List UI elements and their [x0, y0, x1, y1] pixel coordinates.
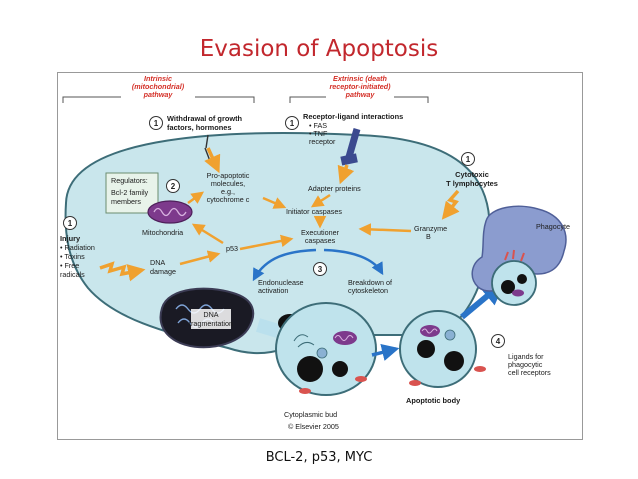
- withdrawal-label-line2: factors, hormones: [167, 123, 231, 132]
- intrinsic-header-line3: pathway: [143, 90, 174, 99]
- dna-damage-line1: DNA: [150, 258, 165, 267]
- pro-apoptotic-line4: cytochrome c: [207, 195, 250, 204]
- shrunken-cell: [275, 302, 377, 396]
- endonuclease-line1: Endonuclease: [258, 278, 304, 287]
- step1-withdrawal-number: 1: [154, 119, 159, 128]
- regulators-box: [105, 172, 159, 214]
- executioner-line1: Executioner: [301, 228, 340, 237]
- injury-radiation: • Radiation: [60, 243, 95, 252]
- body-to-phagocyte-arrow: [460, 280, 506, 320]
- ligands-line3: cell receptors: [508, 368, 551, 377]
- step3-badge: [313, 262, 327, 276]
- dna-fragmentation-label-bg: [191, 309, 231, 329]
- injury-title: Injury: [60, 234, 81, 243]
- receptor-body: [340, 153, 358, 166]
- body-ligand-1: [409, 380, 421, 386]
- body-ligand-2: [474, 366, 486, 372]
- dna-damage-line2: damage: [150, 267, 176, 276]
- copyright-label: © Elsevier 2005: [288, 422, 339, 431]
- apoptosis-diagram: Intrinsic (mitochondrial) pathway Extrin…: [60, 74, 570, 431]
- step1-receptor-badge: [285, 116, 299, 130]
- step1-receptor-number: 1: [290, 119, 295, 128]
- extrinsic-header-line2: receptor-initiated): [329, 82, 391, 91]
- cytotoxic-label-line2: T lymphocytes: [446, 179, 498, 188]
- receptor-item-receptor: receptor: [309, 137, 336, 146]
- pro-apoptotic-line2: molecules,: [211, 179, 245, 188]
- step2-number: 2: [171, 182, 176, 191]
- withdrawal-arrow: [204, 147, 221, 174]
- executioner-to-endonuclease-arrow: [252, 248, 317, 282]
- step1-injury-number: 1: [68, 219, 73, 228]
- p53-to-mito-arrow: [191, 223, 224, 245]
- pro-apoptotic-line3: e.g.,: [221, 187, 235, 196]
- bud-ligand-1: [299, 388, 311, 394]
- bud-to-body-arrow: [371, 343, 400, 361]
- step1-injury-badge: [63, 216, 77, 230]
- cytoskeleton-line2: cytoskeleton: [348, 286, 388, 295]
- mitochondria-organelle: [147, 200, 193, 224]
- adapter-proteins-label: Adapter proteins: [308, 184, 361, 193]
- pro-apoptotic-line1: Pro-apoptotic: [207, 171, 250, 180]
- mito-to-pro-arrow: [187, 191, 205, 205]
- receptor-shaft: [345, 128, 361, 158]
- regulators-line1: Regulators:: [111, 176, 148, 185]
- receptor-title: Receptor-ligand interactions: [303, 112, 403, 121]
- extrinsic-header: Extrinsic (death receptor-initiated) pat…: [289, 74, 429, 103]
- engulfed-apoptotic-body: [491, 249, 537, 306]
- dna-fragmentation-line1: DNA: [203, 310, 218, 319]
- step4-badge: [491, 334, 505, 348]
- intrinsic-header-line2: (mitochondrial): [132, 82, 185, 91]
- dna-fragmentation-line2: fragmentation: [189, 319, 233, 328]
- step1-withdrawal-badge: [149, 116, 163, 130]
- pro-to-initiator-arrow: [262, 196, 287, 209]
- p53-to-executioner-arrow: [239, 234, 294, 251]
- intrinsic-bracket: [62, 96, 255, 103]
- extrinsic-bracket: [289, 96, 429, 103]
- apoptosis-figure: Intrinsic (mitochondrial) pathway Extrin…: [57, 72, 583, 440]
- regulators-line3: members: [111, 197, 141, 206]
- granzyme-label-line2: B: [426, 232, 431, 241]
- intrinsic-header: Intrinsic (mitochondrial) pathway: [62, 74, 255, 103]
- injury-free: • Free: [60, 261, 79, 270]
- endonuclease-line2: activation: [258, 286, 288, 295]
- dna-damage-to-p53-arrow: [179, 250, 221, 266]
- receptor-item-tnf: • TNF: [309, 129, 328, 138]
- withdrawal-label-line1: Withdrawal of growth: [167, 114, 243, 123]
- mitochondria-label: Mitochondria: [142, 228, 183, 237]
- executioner-line2: caspases: [305, 236, 336, 245]
- injury-radicals: radicals: [60, 270, 85, 279]
- receptor-arrow: [337, 164, 355, 185]
- step1-cytotoxic-badge: [461, 152, 475, 166]
- adapter-arrow: [310, 193, 331, 208]
- executioner-to-cytoskeleton-arrow: [323, 248, 384, 276]
- injury-toxins: • Toxins: [60, 252, 85, 261]
- apoptotic-body: [399, 310, 477, 388]
- p53-label: p53: [226, 244, 238, 253]
- step4-number: 4: [496, 337, 501, 346]
- bud-ligand-2: [355, 376, 367, 382]
- phagocyte-label: Phagocyte: [536, 222, 570, 231]
- extrinsic-header-line3: pathway: [345, 90, 376, 99]
- ligands-line2: phagocytic: [508, 360, 543, 369]
- cytoskeleton-line1: Breakdown of: [348, 278, 392, 287]
- step2-badge: [166, 179, 180, 193]
- step1-cytotoxic-number: 1: [466, 155, 471, 164]
- initiator-caspases-label: Initiator caspases: [286, 207, 342, 216]
- granzyme-arrow: [358, 223, 412, 236]
- cytotoxic-zigzag-arrow: [441, 189, 460, 220]
- step3-number: 3: [318, 265, 323, 274]
- receptor-item-fas: • FAS: [309, 121, 327, 130]
- slide-title: Evasion of Apoptosis: [199, 36, 439, 62]
- injury-zigzag-arrow: [99, 261, 146, 282]
- slide-caption: BCL-2, p53, MYC: [265, 450, 373, 465]
- regulators-line2: Bcl-2 family: [111, 188, 149, 197]
- ligands-line1: Ligands for: [508, 352, 544, 361]
- extrinsic-header-line1: Extrinsic (death: [333, 74, 388, 83]
- cytoplasmic-bud-label: Cytoplasmic bud: [284, 410, 337, 419]
- apoptotic-body-label: Apoptotic body: [406, 396, 461, 405]
- intrinsic-header-line1: Intrinsic: [144, 74, 172, 83]
- shrink-blur: [255, 318, 281, 338]
- cytotoxic-label-line1: Cytotoxic: [455, 170, 489, 179]
- granzyme-label-line1: Granzyme: [414, 224, 447, 233]
